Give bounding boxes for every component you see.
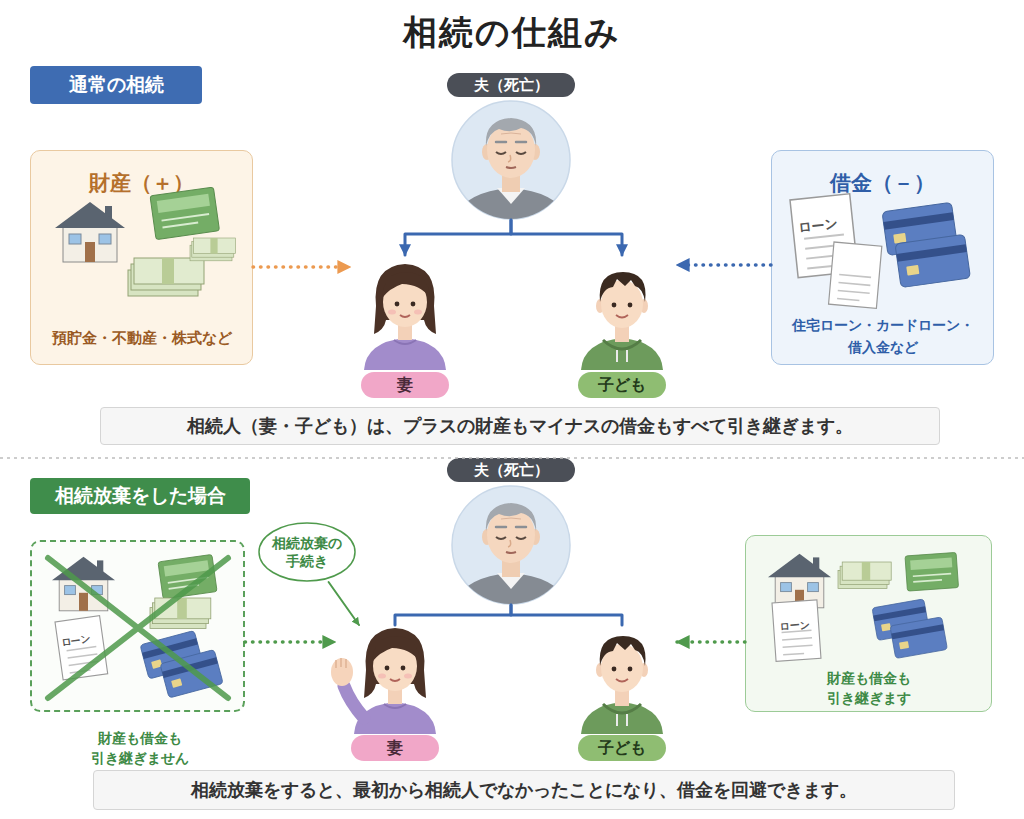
inherited-assets-illustration xyxy=(768,552,959,661)
section-badge: 通常の相続 xyxy=(30,66,202,104)
section-badge: 相続放棄をした場合 xyxy=(30,478,250,514)
node-text: 住宅ローン・カードローン・借入金など xyxy=(788,314,978,358)
inherited-assets-illustration xyxy=(772,600,821,661)
husband-portrait xyxy=(447,118,575,234)
child-figure xyxy=(581,272,663,370)
husband-portrait xyxy=(447,503,575,619)
node-text: 夫（死亡） xyxy=(447,458,575,482)
section-separator xyxy=(0,457,1024,459)
property-illustration xyxy=(55,187,236,296)
renounced-assets-illustration xyxy=(160,650,223,698)
husband-portrait xyxy=(447,118,575,234)
husband-portrait xyxy=(447,503,575,619)
connector-arrow xyxy=(245,640,335,644)
summary-note: 相続放棄をすると、最初から相続人でなかったことになり、借金を回避できます。 xyxy=(93,770,955,810)
debt-illustration xyxy=(790,194,970,309)
inherited-assets-illustration xyxy=(838,562,891,589)
node-text: 夫（死亡） xyxy=(447,73,575,97)
child-figure xyxy=(581,636,663,734)
node-text: 妻 xyxy=(351,735,439,761)
connector-arrow xyxy=(677,640,745,644)
node-text: 相続人（妻・子ども）は、プラスの財産もマイナスの借金もすべて引き継ぎます。 xyxy=(101,408,939,444)
cross-mark xyxy=(48,558,228,698)
property-illustration xyxy=(190,238,236,261)
inherited-assets-illustration xyxy=(890,617,947,659)
property-illustration xyxy=(128,258,204,296)
wife-refusing-figure xyxy=(331,628,436,734)
wife-refusing-figure xyxy=(336,658,346,668)
summary-note: 相続人（妻・子ども）は、プラスの財産もマイナスの借金もすべて引き継ぎます。 xyxy=(100,407,940,445)
connector-arrow xyxy=(395,605,511,625)
renounced-assets-illustration xyxy=(48,554,228,698)
property-illustration xyxy=(150,187,220,239)
debt-illustration xyxy=(829,242,882,308)
connector-arrow xyxy=(253,265,350,269)
inherited-assets-illustration xyxy=(905,552,959,591)
wife-figure xyxy=(364,264,446,370)
property-illustration xyxy=(55,202,125,262)
node-text: 相続放棄の 手続き xyxy=(258,534,356,570)
inherited-assets-illustration xyxy=(768,554,831,608)
node-text: 妻 xyxy=(361,372,449,398)
wife-refusing-figure xyxy=(344,686,364,718)
node-text: 相続放棄をした場合 xyxy=(30,478,250,514)
node-outline xyxy=(258,522,356,582)
node-text: 預貯金・不動産・株式など xyxy=(31,329,252,348)
speech-bubble: 相続放棄の 手続き xyxy=(258,522,356,582)
wife-refusing-figure xyxy=(331,658,353,686)
connector-arrow xyxy=(511,605,622,625)
node-text: 財産（＋） xyxy=(31,169,252,197)
connector-arrow xyxy=(329,582,359,625)
diagram-title: 相続の仕組み xyxy=(0,10,1024,56)
connector-arrow xyxy=(677,263,771,267)
node-text: 借金（－） xyxy=(772,169,993,197)
connector-arrow xyxy=(405,220,511,255)
debt-illustration xyxy=(895,234,970,287)
node-text: 子ども xyxy=(578,735,666,761)
node-text: 財産も借金も 引き継ぎます xyxy=(813,668,925,708)
node-text: 通常の相続 xyxy=(30,66,202,104)
node-text: 子ども xyxy=(578,372,666,398)
node-text: 相続放棄をすると、最初から相続人でなかったことになり、借金を回避できます。 xyxy=(94,771,954,809)
connector-arrow xyxy=(511,220,622,255)
node-text: 財産も借金も 引き継ぎません xyxy=(84,728,196,768)
bubble-outline xyxy=(259,523,355,581)
